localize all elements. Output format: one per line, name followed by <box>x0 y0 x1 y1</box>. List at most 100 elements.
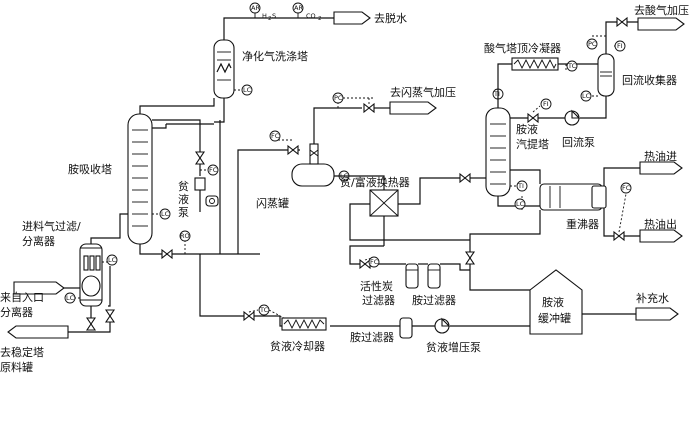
lean-cooler-label: 贫液冷却器 <box>270 339 325 353</box>
svg-text:LC: LC <box>243 86 252 94</box>
hot-oil-out-label: 热油出 <box>644 217 677 231</box>
surge-tank-label-2: 缓冲罐 <box>538 311 571 325</box>
flash-tank-label: 闪蒸罐 <box>256 196 289 210</box>
ti-stripper-bottom <box>516 180 528 192</box>
amine-filter-bottom <box>399 317 413 339</box>
fc-flash <box>269 130 281 142</box>
svg-text:LC: LC <box>66 294 75 302</box>
svg-text:FC: FC <box>271 132 280 140</box>
lc-separator-bottom <box>64 292 76 304</box>
svg-text:FI: FI <box>543 100 549 108</box>
svg-text:TI: TI <box>493 90 500 98</box>
lean-pump-label-1: 贫 <box>178 179 189 193</box>
amine-filter-bottom-label: 胺过滤器 <box>350 330 394 344</box>
lean-pump-label-2: 液 <box>178 192 189 206</box>
svg-text:FC: FC <box>370 258 379 266</box>
feed-filter-separator <box>79 243 103 307</box>
flash-tank <box>291 143 335 187</box>
lean-pump-body <box>194 177 206 191</box>
lean-cooler <box>281 317 327 331</box>
ar-analyzer-h2s <box>249 2 261 14</box>
tc-condenser <box>566 60 578 72</box>
acid-condenser-label: 酸气塔顶冷凝器 <box>484 41 561 55</box>
svg-text:FC: FC <box>209 166 218 174</box>
fc-hot-oil <box>620 182 632 194</box>
activated-carbon-label-2: 过滤器 <box>362 294 395 307</box>
fi-collector <box>614 40 626 52</box>
purify-tower-label: 净化气洗涤塔 <box>242 49 308 63</box>
lean-rich-hx <box>369 189 399 217</box>
svg-text:AR: AR <box>294 4 303 12</box>
lean-rich-hx-label: 贫/富液换热器 <box>340 175 410 189</box>
svg-text:TI: TI <box>517 182 524 190</box>
svg-text:PC: PC <box>334 94 343 102</box>
from-inlet-label-2: 分离器 <box>0 305 33 319</box>
to-stab-arrow <box>7 325 69 339</box>
surge-tank-label-1: 胺液 <box>542 295 564 309</box>
svg-text:FI: FI <box>617 42 623 50</box>
acid-condenser <box>511 57 559 71</box>
reflux-collector <box>597 53 615 97</box>
amine-absorber <box>127 113 153 245</box>
svg-text:2: 2 <box>268 16 272 22</box>
pc-collector <box>586 38 598 50</box>
lc-absorber <box>159 208 171 220</box>
lc-purify <box>241 84 253 96</box>
to-acid-gas-arrow <box>637 17 685 31</box>
reflux-pump-label: 回流泵 <box>562 135 595 149</box>
svg-text:TC: TC <box>567 62 577 70</box>
lean-pump-motor <box>205 195 219 207</box>
fc-lean-pump <box>207 164 219 176</box>
lean-pump-valve <box>194 151 206 159</box>
fi-reflux <box>540 98 552 110</box>
fc-filter-branch <box>368 256 380 268</box>
lc-filter <box>106 254 118 266</box>
svg-text:FC: FC <box>622 184 631 192</box>
to-dewater-label: 去脱水 <box>374 11 407 25</box>
svg-text:2: 2 <box>318 16 322 22</box>
feed-filter-label-1: 进料气过滤/ <box>22 219 81 233</box>
feed-filter-label-2: 分离器 <box>22 234 55 248</box>
to-acid-gas-label: 去酸气加压 <box>634 3 689 17</box>
from-inlet-label-1: 来自入口 <box>0 291 44 304</box>
makeup-water-arrow <box>635 307 679 321</box>
svg-text:S: S <box>272 12 276 20</box>
from-inlet-arrow <box>13 281 65 295</box>
amine-absorber-label: 胺吸收塔 <box>68 162 112 176</box>
svg-text:PC: PC <box>588 40 597 48</box>
svg-text:RO: RO <box>180 232 190 240</box>
svg-text:TC: TC <box>259 306 269 314</box>
lean-pump-label-3: 泵 <box>178 206 189 219</box>
svg-text:LC: LC <box>161 210 170 218</box>
svg-text:LC: LC <box>582 92 591 100</box>
to-dewater-arrow <box>333 11 371 25</box>
hot-oil-in-arrow <box>639 161 683 175</box>
purify-tower <box>213 39 235 99</box>
to-stab-label-2: 原料罐 <box>0 360 33 374</box>
activated-carbon-label-1: 活性炭 <box>360 279 393 293</box>
to-flash-press-label: 去闪蒸气加压 <box>390 85 456 99</box>
reboiler <box>539 183 607 211</box>
reboiler-label: 重沸器 <box>566 217 599 231</box>
lc-collector <box>580 90 592 102</box>
activated-carbon-filter <box>405 263 419 289</box>
amine-stripper-label-2: 汽提塔 <box>516 137 549 151</box>
amine-stripper-label-1: 胺液 <box>516 122 538 136</box>
ro-orifice <box>179 230 191 242</box>
to-flash-press-arrow <box>389 101 437 115</box>
svg-text:LC: LC <box>516 200 525 208</box>
amine-stripper <box>485 107 511 197</box>
svg-text:H: H <box>262 12 267 20</box>
amine-filter-top <box>427 263 441 289</box>
makeup-water-label: 补充水 <box>636 291 669 305</box>
svg-text:CO: CO <box>306 12 316 20</box>
reflux-collector-label: 回流收集器 <box>622 73 677 87</box>
ar-analyzer-co2 <box>292 2 304 14</box>
amine-filter-top-label: 胺过滤器 <box>412 293 456 307</box>
hot-oil-out-arrow <box>639 229 683 243</box>
to-stab-label-1: 去稳定塔 <box>0 345 44 359</box>
lean-booster-label: 贫液增压泵 <box>426 340 481 354</box>
svg-text:AR: AR <box>251 4 260 12</box>
lc-reboiler <box>514 198 526 210</box>
